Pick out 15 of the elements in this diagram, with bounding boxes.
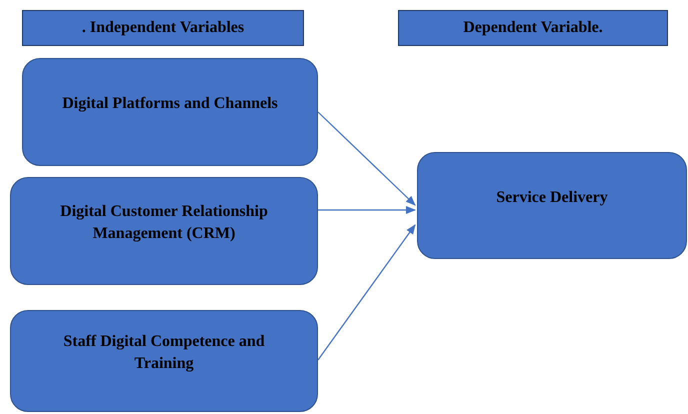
variable-box	[10, 310, 318, 412]
header-box	[22, 10, 304, 46]
box-label: . Independent Variables	[82, 18, 244, 38]
arrow	[318, 206, 416, 214]
variable-box	[22, 58, 318, 166]
box-label: Dependent Variable.	[463, 18, 603, 38]
box-label: Service Delivery	[496, 188, 608, 208]
arrow	[318, 112, 416, 206]
header-box	[398, 10, 668, 46]
box-label: Digital Customer Relationship Management (CRM)	[59, 202, 269, 244]
variable-box	[10, 177, 318, 285]
box-label: Digital Platforms and Channels	[62, 94, 278, 114]
box-label: Staff Digital Competence and Training	[62, 332, 266, 374]
variable-box	[417, 152, 687, 259]
arrow	[318, 224, 416, 360]
